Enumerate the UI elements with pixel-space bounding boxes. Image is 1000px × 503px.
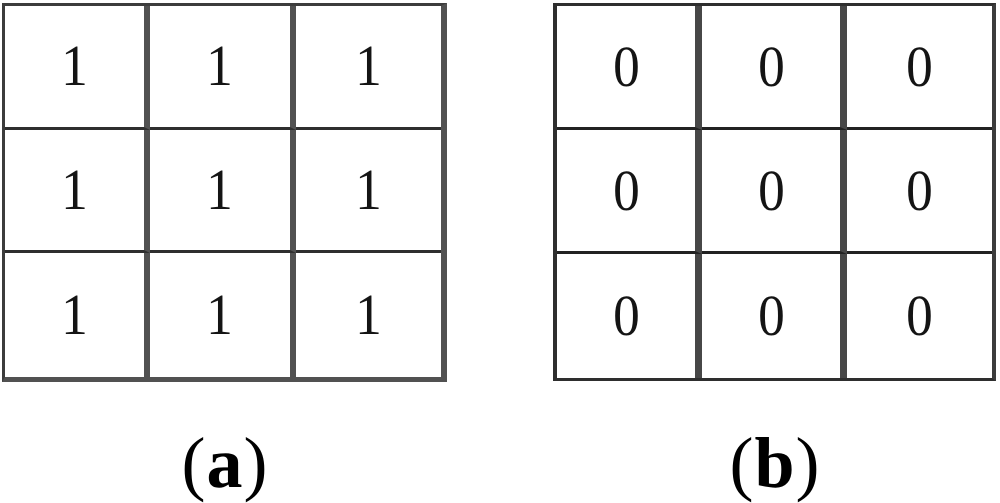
grid-panel-b: 0 0 0 0 0 0 0 0 0: [553, 3, 996, 381]
grid-cell: 0: [847, 6, 992, 130]
cell-value: 1: [61, 156, 88, 222]
panel-label-close-paren: ): [795, 423, 820, 503]
cell-value: 1: [206, 156, 234, 222]
grid-cell: 1: [295, 253, 441, 377]
cell-value: 0: [612, 33, 640, 99]
grid-cell: 1: [5, 6, 151, 130]
cell-value: 0: [906, 283, 933, 348]
grid-cell: 0: [847, 254, 992, 378]
grid-cell: 0: [557, 6, 702, 130]
cell-value: 1: [206, 282, 234, 348]
cell-value: 0: [612, 157, 640, 223]
grid-cell: 0: [702, 130, 847, 254]
cell-value: 0: [757, 33, 785, 99]
cell-value: 0: [612, 283, 640, 348]
grid-cell: 1: [295, 129, 441, 254]
cell-value: 0: [757, 157, 785, 223]
grid-cell: 0: [557, 130, 702, 254]
grid-cell: 0: [702, 6, 847, 130]
grid-cell: 1: [295, 6, 441, 130]
grid-cell: 1: [5, 129, 151, 254]
grid-cell: 1: [5, 253, 151, 377]
panel-label-open-paren: (: [729, 423, 754, 503]
panel-label-open-paren: (: [181, 423, 206, 503]
cell-value: 1: [206, 33, 234, 99]
grid-cell: 1: [150, 253, 296, 377]
cell-value: 1: [354, 156, 382, 222]
cell-value: 0: [906, 157, 933, 223]
grid-cell: 1: [150, 6, 296, 130]
cell-value: 1: [354, 33, 382, 99]
grid-cell: 0: [557, 254, 702, 378]
cell-value: 1: [61, 33, 88, 99]
panel-label-b: ( b ): [553, 425, 996, 501]
grid-panel-a: 1 1 1 1 1 1 1 1 1: [2, 3, 447, 382]
grid-cell: 1: [150, 129, 296, 254]
cell-value: 1: [354, 282, 382, 348]
panel-label-a: ( a ): [2, 425, 447, 501]
grid-cell: 0: [702, 254, 847, 378]
cell-value: 0: [906, 33, 933, 99]
cell-value: 1: [61, 282, 88, 348]
grid-cell: 0: [847, 130, 992, 254]
cell-value: 0: [757, 283, 785, 348]
panel-label-close-paren: ): [243, 423, 268, 503]
panel-label-letter: a: [206, 423, 243, 503]
panel-label-letter: b: [754, 423, 795, 503]
